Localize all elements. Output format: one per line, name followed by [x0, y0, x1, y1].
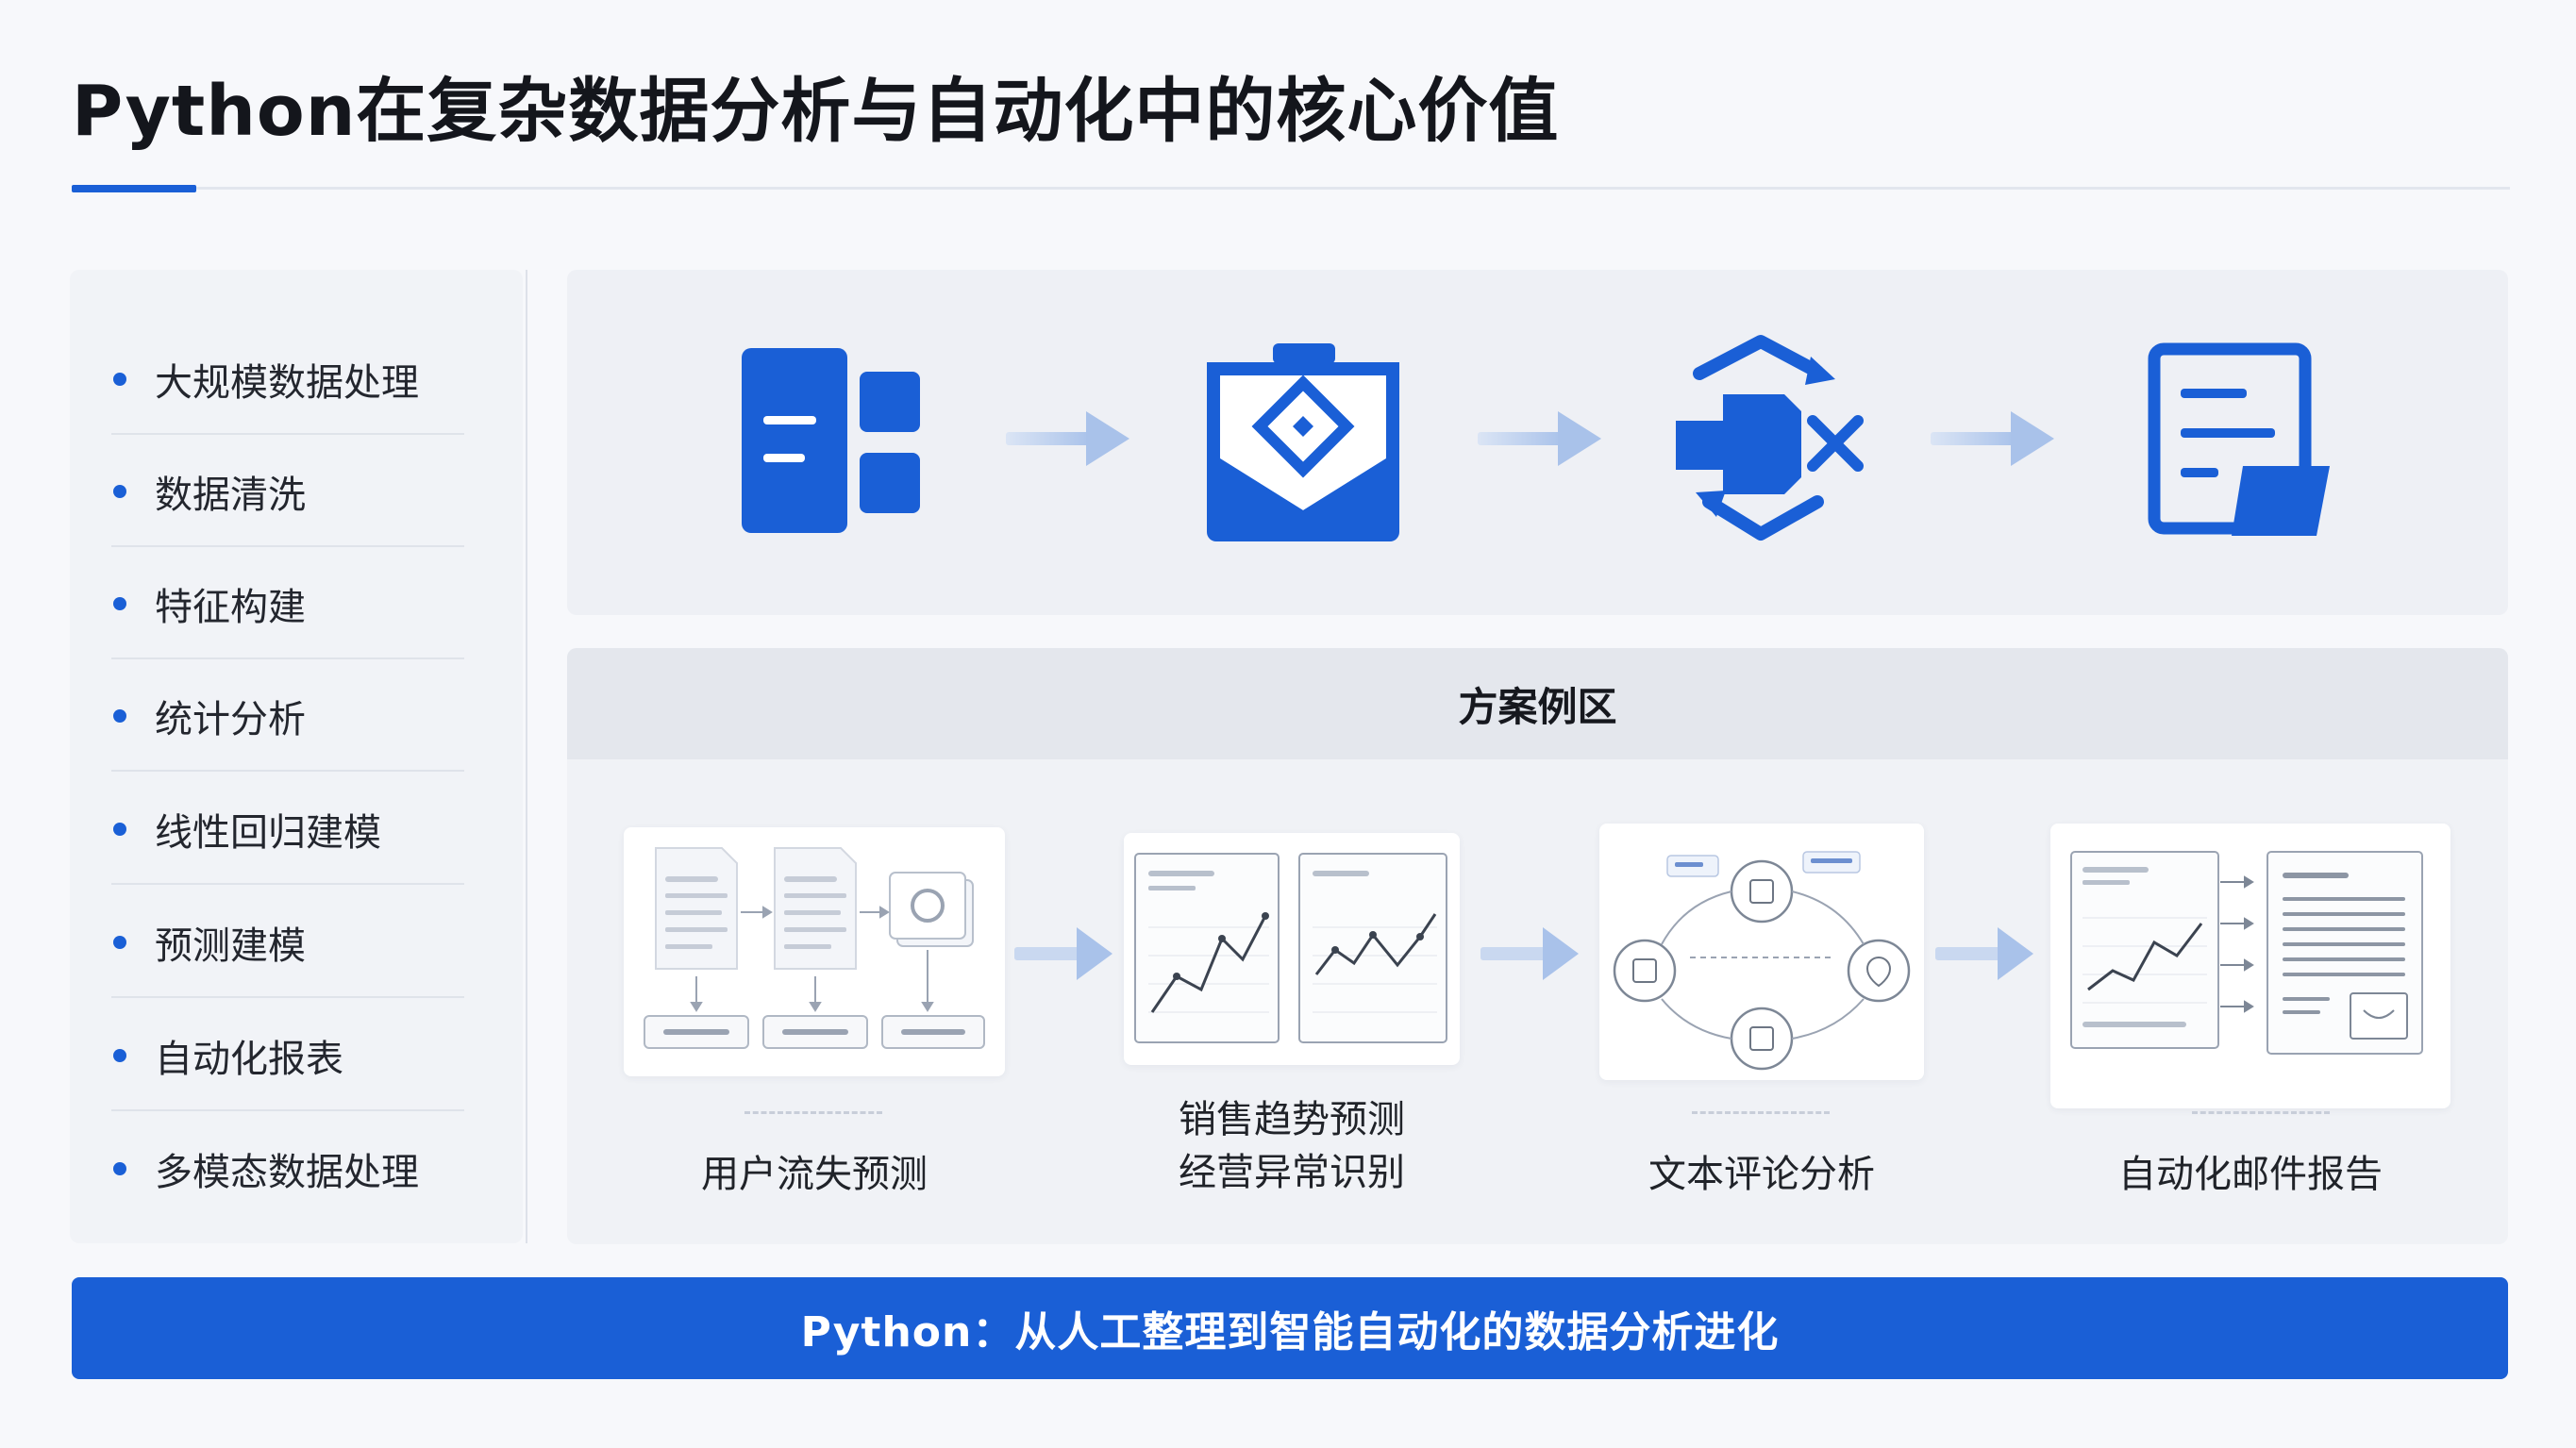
summary-banner: Python：从人工整理到智能自动化的数据分析进化	[72, 1277, 2508, 1379]
list-item-feature-building: 特征构建	[111, 547, 464, 659]
list-item-label: 大规模数据处理	[155, 360, 419, 405]
case-arrow-icon	[1014, 927, 1112, 980]
dash-separator	[744, 1111, 882, 1114]
list-item-label: 预测建模	[155, 924, 306, 968]
dash-separator	[2192, 1111, 2330, 1114]
case-card-sales-trend	[1124, 833, 1460, 1065]
workflow-docs-icon	[644, 847, 985, 1049]
case-card-text-review	[1599, 824, 1924, 1080]
bullet-icon	[113, 596, 126, 610]
line-charts-icon	[1134, 853, 1447, 1043]
list-item-large-scale-data: 大规模数据处理	[111, 323, 464, 435]
list-item-linear-regression: 线性回归建模	[111, 773, 464, 885]
page-title: Python在复杂数据分析与自动化中的核心价值	[72, 71, 1560, 152]
cycle-diagram-icon	[1613, 851, 1911, 1071]
case-area-header: 方案例区	[567, 648, 2508, 759]
list-item-data-cleaning: 数据清洗	[111, 435, 464, 547]
list-item-label: 自动化报表	[155, 1037, 343, 1081]
list-item-label: 数据清洗	[155, 473, 306, 517]
flow-arrow-icon	[1478, 411, 1601, 466]
summary-banner-text: Python：从人工整理到智能自动化的数据分析进化	[800, 1308, 1780, 1356]
bullet-icon	[113, 935, 126, 949]
bullet-icon	[113, 372, 126, 386]
list-item-label: 特征构建	[155, 585, 306, 629]
bullet-icon	[113, 484, 126, 498]
document-blocks-icon	[742, 348, 920, 533]
flow-arrow-icon	[1006, 411, 1129, 466]
case-label-sales-line1: 销售趋势预测	[1179, 1098, 1405, 1141]
title-rule	[72, 187, 2510, 190]
list-item-label: 统计分析	[155, 697, 306, 741]
list-item-predictive-modeling: 预测建模	[111, 886, 464, 998]
left-divider	[526, 270, 527, 1243]
title-accent-bar	[72, 185, 196, 192]
case-card-churn	[624, 827, 1005, 1076]
bullet-icon	[113, 708, 126, 723]
list-item-label: 多模态数据处理	[155, 1150, 419, 1194]
report-email-icon	[2070, 851, 2423, 1055]
bullet-icon	[113, 1161, 126, 1175]
case-label-sales-line2: 经营异常识别	[1179, 1151, 1405, 1194]
flow-arrow-icon	[1931, 411, 2054, 466]
list-item-statistical-analysis: 统计分析	[111, 659, 464, 772]
case-area-title: 方案例区	[1458, 683, 1617, 730]
dash-separator	[1692, 1111, 1830, 1114]
case-label-text-review: 文本评论分析	[1648, 1153, 1875, 1196]
bullet-icon	[113, 1048, 126, 1062]
list-item-multimodal-data: 多模态数据处理	[111, 1112, 464, 1224]
transform-cross-icon	[1676, 335, 1864, 541]
case-label-email-report: 自动化邮件报告	[2118, 1153, 2383, 1196]
bullet-icon	[113, 822, 126, 836]
report-document-icon	[2148, 342, 2330, 536]
process-flow-panel	[567, 270, 2508, 615]
left-list-panel	[70, 270, 523, 1243]
case-card-email-report	[2050, 824, 2451, 1108]
case-label-churn: 用户流失预测	[701, 1153, 928, 1196]
case-arrow-icon	[1935, 927, 2033, 980]
list-item-label: 线性回归建模	[155, 810, 381, 855]
list-item-automated-reports: 自动化报表	[111, 999, 464, 1111]
envelope-diamond-icon	[1207, 343, 1399, 541]
case-arrow-icon	[1480, 927, 1579, 980]
case-area-panel: 方案例区	[567, 648, 2508, 1244]
